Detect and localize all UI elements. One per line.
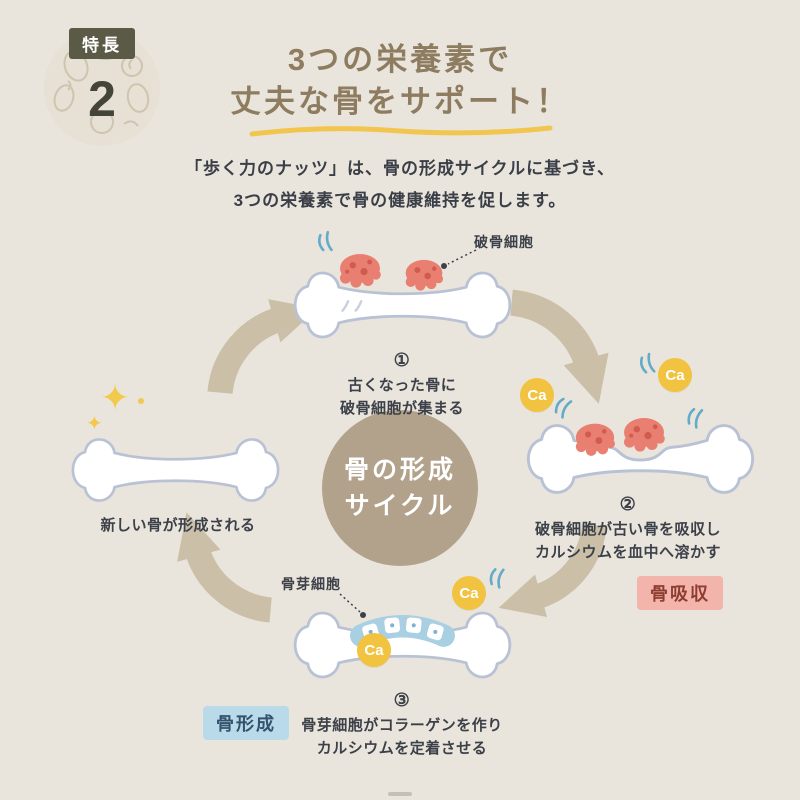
feature-badge-number: 2 <box>88 71 116 127</box>
bone-eroded-icon <box>527 424 754 494</box>
cycle-arrow-left-to-top-icon <box>207 299 318 395</box>
intro-line-1: 「歩く力のナッツ」は、骨の形成サイクルに基づき、 <box>185 159 615 178</box>
sparkle-dot-icon <box>138 398 144 404</box>
ca-badge: Ca <box>520 378 554 412</box>
osteoclast-cell-icon <box>340 254 381 288</box>
ca-badge-text: Ca <box>527 386 547 404</box>
vibration-marks-icon <box>489 568 505 589</box>
sparkle-icon: ✦ <box>100 377 131 418</box>
osteoclast-cell-icon <box>405 259 444 291</box>
ca-badge-text: Ca <box>459 584 479 602</box>
page-title-line-1: 3つの栄養素で <box>287 42 513 77</box>
ca-badge: Ca <box>658 358 692 392</box>
step-1-line-2: 破骨細胞が集まる <box>339 400 464 417</box>
vibration-marks-icon <box>687 407 704 429</box>
bone-old-icon <box>293 271 512 339</box>
bone-resorption-tag: 骨吸収 <box>637 576 723 610</box>
cycle-center-line-2: サイクル <box>344 492 456 520</box>
page-indicator <box>388 792 412 796</box>
page-title-line-2: 丈夫な骨をサポート！ <box>230 84 570 119</box>
cycle-arrow-right-to-bottom-icon <box>498 523 607 618</box>
step-3-line-1: 骨芽細胞がコラーゲンを作り <box>301 717 503 734</box>
title-wavy-underline-icon <box>249 125 553 137</box>
feature-badge-label: 特長 <box>69 28 135 59</box>
feature-badge: 特長 2 <box>40 26 164 150</box>
step-2-number: ② <box>619 494 637 514</box>
ca-badge: Ca <box>357 633 391 667</box>
intro-line-2: 3つの栄養素で骨の健康維持を促します。 <box>233 191 567 210</box>
step-1-number: ① <box>393 350 411 370</box>
bone-new-icon <box>71 438 280 502</box>
cycle-arrow-bottom-to-left-icon <box>177 512 273 623</box>
cycle-center-circle: 骨の形成 サイクル <box>322 410 478 566</box>
cycle-arrow-top-to-right-icon <box>509 289 609 404</box>
step-2-line-2: カルシウムを血中へ溶かす <box>534 544 721 561</box>
osteoclast-cell-icon <box>575 423 615 456</box>
step-1-text: ① 古くなった骨に 破骨細胞が集まる <box>292 348 512 420</box>
bone-formation-tag: 骨形成 <box>203 706 289 740</box>
ca-badge: Ca <box>452 576 486 610</box>
ca-badge-text: Ca <box>665 366 685 384</box>
step-3-line-2: カルシウムを定着させる <box>316 740 488 757</box>
step-2-line-1: 破骨細胞が古い骨を吸収し <box>534 521 721 538</box>
osteoclast-label: 破骨細胞 <box>474 234 534 250</box>
new-bone-note: 新しい骨が形成される <box>100 517 256 534</box>
step-3-text: ③ 骨芽細胞がコラーゲンを作り カルシウムを定着させる <box>292 688 512 760</box>
step-1-line-1: 古くなった骨に <box>347 377 457 394</box>
sparkle-icon: ✦ <box>86 413 103 435</box>
vibration-marks-icon <box>318 230 333 252</box>
vibration-marks-icon <box>554 397 573 419</box>
cycle-center-line-1: 骨の形成 <box>343 456 456 484</box>
osteoclast-leader-line-icon <box>441 249 477 269</box>
vibration-marks-icon <box>639 352 656 374</box>
bone-formation-icon <box>293 611 512 679</box>
osteoblast-label: 骨芽細胞 <box>281 576 341 592</box>
osteoblast-leader-line-icon <box>339 593 366 618</box>
step-3-number: ③ <box>393 690 411 710</box>
step-2-text: ② 破骨細胞が古い骨を吸収し カルシウムを血中へ溶かす <box>518 492 738 564</box>
osteoclast-cell-icon <box>624 418 665 452</box>
ca-badge-text: Ca <box>364 641 384 659</box>
